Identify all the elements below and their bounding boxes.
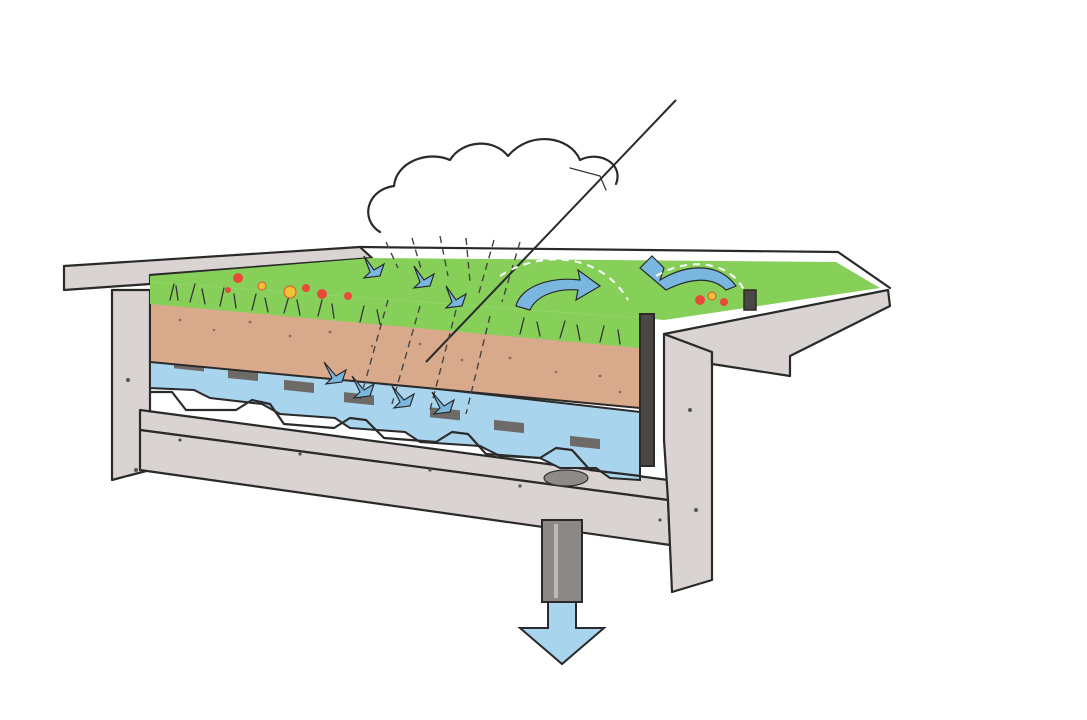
soil-speckles (178, 318, 622, 394)
concrete-structure (62, 245, 892, 594)
flower (695, 295, 705, 305)
rain-arrow-icon (323, 361, 348, 385)
rain-arrow-icon (351, 375, 376, 399)
standpipe (639, 313, 655, 467)
flower (720, 298, 728, 306)
flower (707, 291, 717, 301)
outflow-arrow-icon (517, 601, 607, 666)
cutaway-line (425, 99, 677, 363)
right-wall (662, 332, 714, 594)
concrete-details (126, 378, 698, 522)
downpipe (517, 519, 607, 666)
rain-arrow-icon (444, 285, 468, 309)
roof-outlet (743, 289, 757, 311)
downpipe-body (541, 519, 583, 603)
cloud-icon (367, 137, 619, 234)
flower (317, 289, 327, 299)
rain-arrow-icon (362, 255, 386, 279)
rain-arrow-icon (391, 385, 416, 409)
slab-right (662, 288, 892, 378)
back-parapet (358, 245, 892, 290)
cutaway-notch (569, 167, 607, 191)
flowers (225, 273, 728, 306)
rain-streaks (359, 235, 521, 415)
overflow-arrow-icon (515, 268, 602, 311)
water-pebble (543, 469, 589, 487)
grass-blades (169, 283, 621, 345)
rain-arrow-icon (431, 391, 456, 415)
weather (323, 99, 745, 415)
rain-arrows (323, 255, 468, 415)
flower (225, 287, 231, 293)
water-reservoir (149, 354, 641, 482)
overflow-arrows (499, 255, 745, 311)
grass-top-front (150, 282, 640, 348)
flower (233, 273, 243, 283)
flower (344, 292, 352, 300)
overflow-arrow-icon (639, 255, 737, 291)
overflow-standpipe (639, 289, 757, 467)
flower (257, 281, 267, 291)
flower (302, 284, 310, 292)
rain-arrow-icon (412, 265, 436, 289)
drainage-board (148, 390, 642, 478)
flower (283, 285, 297, 299)
